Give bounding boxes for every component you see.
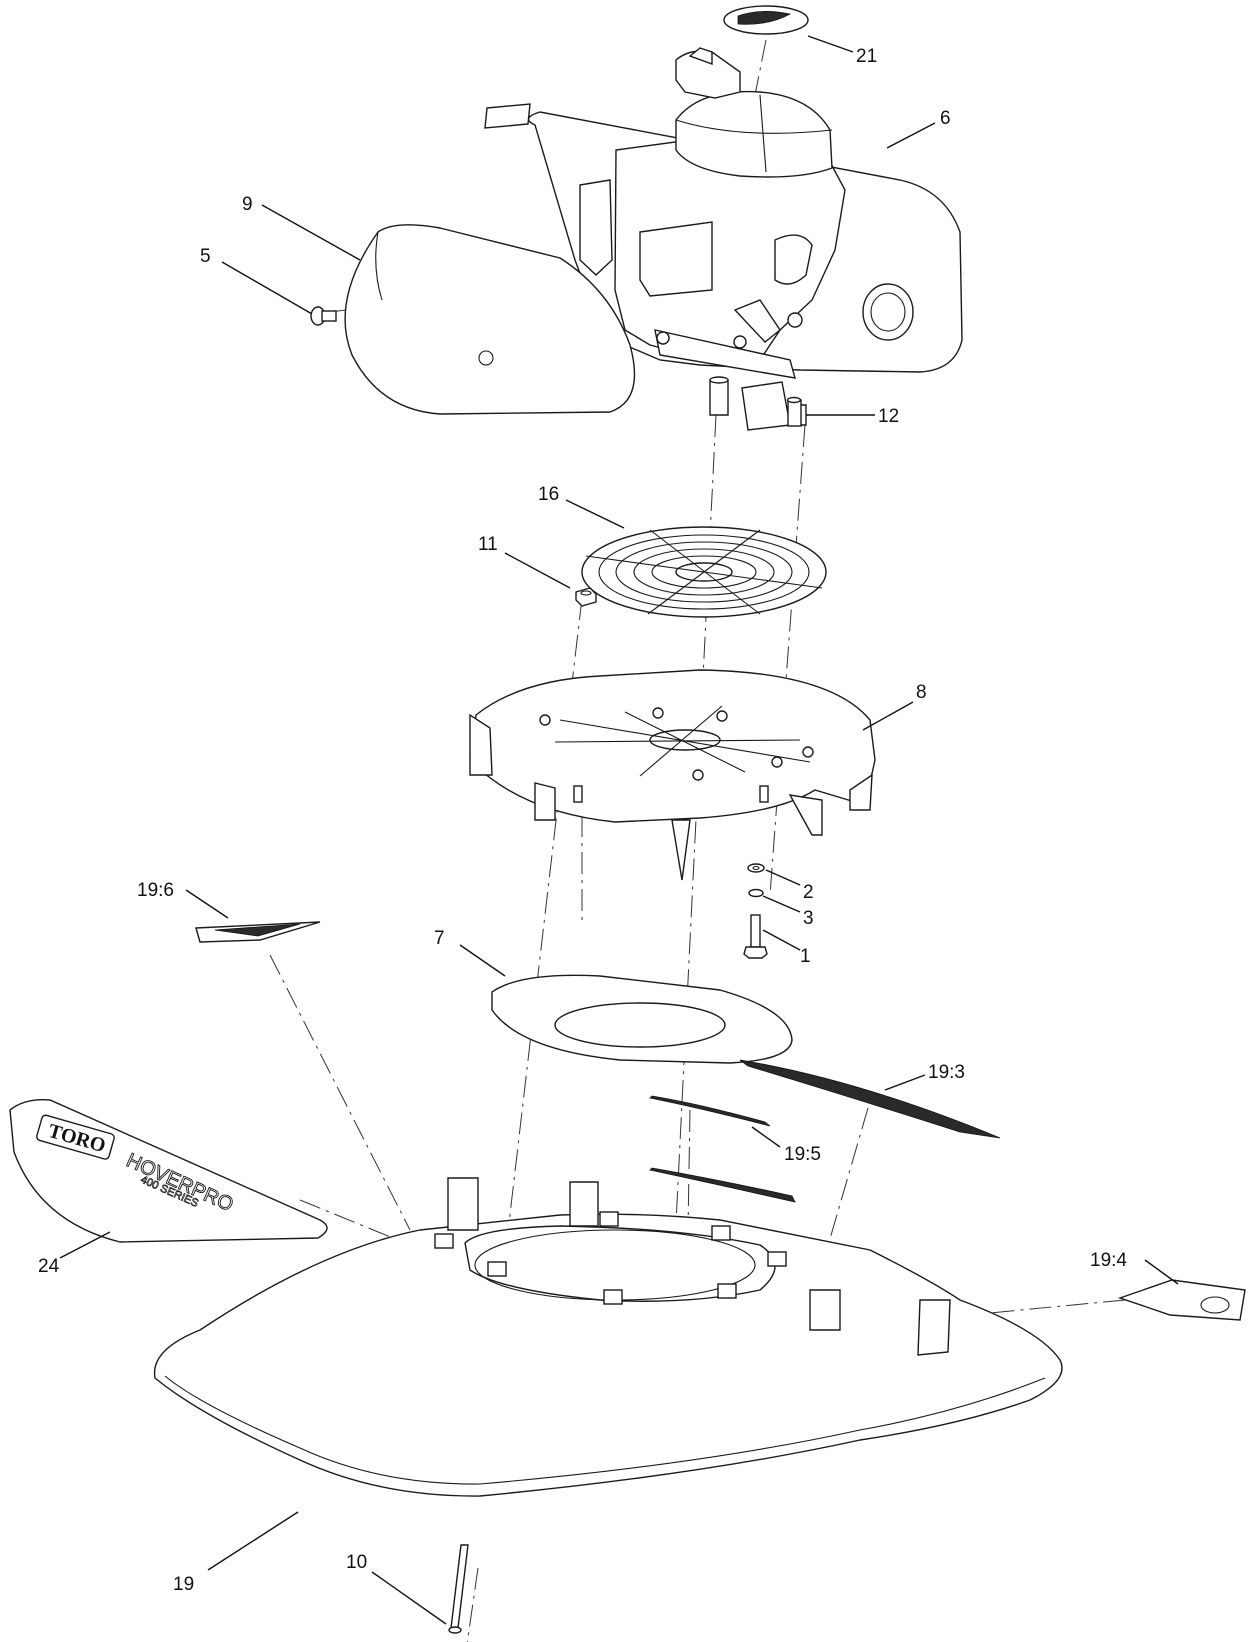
callout-24: 24 <box>38 1256 60 1277</box>
part-16-grille <box>581 526 827 618</box>
part-9-shield <box>344 224 636 415</box>
callout-16: 16 <box>538 484 559 505</box>
part-1-bolt <box>743 914 768 959</box>
part-7-ring <box>491 974 793 1064</box>
callout-2: 2 <box>803 882 814 903</box>
callout-19-5: 19:5 <box>784 1144 821 1165</box>
callout-7: 7 <box>434 928 445 949</box>
callout-19: 19 <box>173 1574 194 1595</box>
callout-11: 11 <box>478 534 498 555</box>
part-19-3-decal <box>739 1059 1001 1139</box>
callout-8: 8 <box>916 682 927 703</box>
part-8-fan <box>469 669 876 881</box>
part-24-decal: TORO HOVERPRO 400 SERIES <box>9 1099 328 1243</box>
callout-12: 12 <box>878 406 899 427</box>
callout-labels: 21 6 9 5 12 16 11 8 19:6 2 3 1 7 19:3 19… <box>38 46 1127 1595</box>
callout-19-4: 19:4 <box>1090 1250 1127 1271</box>
toro-logo-box <box>36 1114 115 1160</box>
part-19-deck <box>153 1177 1063 1497</box>
callout-21: 21 <box>856 46 877 67</box>
callout-19-3: 19:3 <box>928 1062 965 1083</box>
part-2-washer <box>747 863 765 873</box>
part-11-nut <box>575 587 597 607</box>
part-6-engine <box>484 47 963 431</box>
part-19-6-decal <box>195 921 321 943</box>
callout-9: 9 <box>242 194 253 215</box>
part-5-bolt <box>310 306 337 326</box>
callout-19-6: 19:6 <box>137 880 174 901</box>
part-19-5-decal <box>649 1095 796 1203</box>
part-10-bolt <box>448 1544 469 1634</box>
part-19-4-decal <box>1117 1279 1246 1321</box>
part-21-decal <box>723 5 809 35</box>
leader-lines <box>59 35 1179 1625</box>
callout-3: 3 <box>803 908 814 929</box>
part-12-pin <box>786 396 802 427</box>
part-3-lock-washer <box>748 888 764 898</box>
callout-5: 5 <box>200 246 211 267</box>
callout-1: 1 <box>800 946 811 967</box>
callout-10: 10 <box>346 1552 367 1573</box>
callout-6: 6 <box>940 108 951 129</box>
